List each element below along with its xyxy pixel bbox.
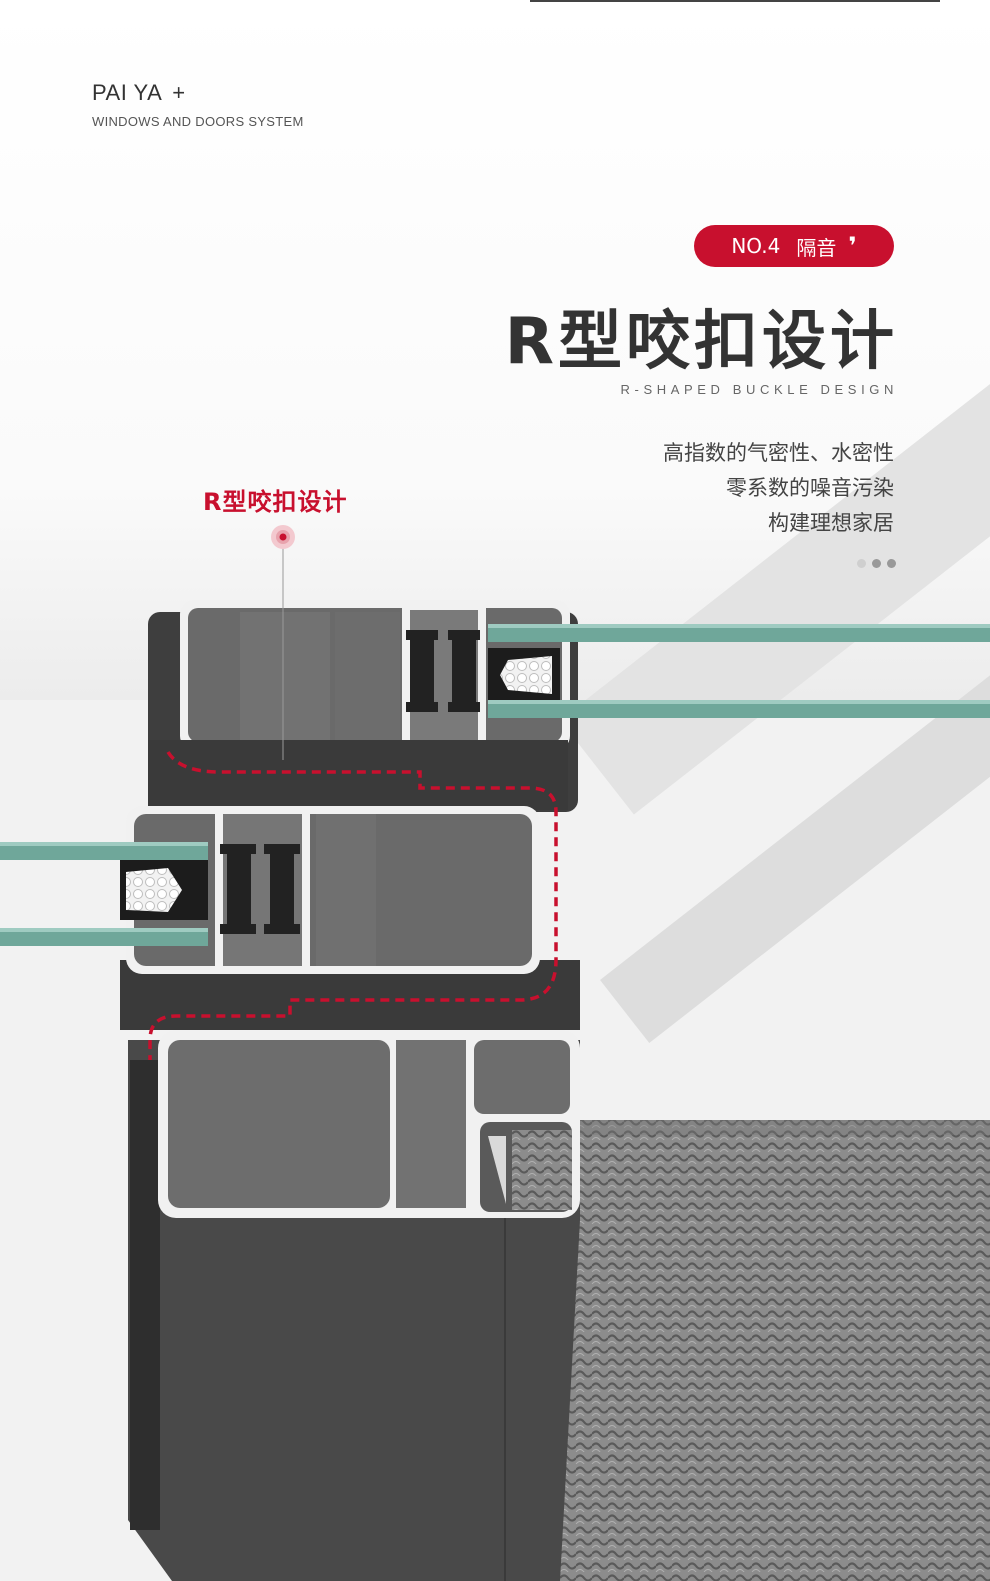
page-title: R型咬扣设计 [504, 305, 898, 379]
badge-label: 隔音 [796, 235, 837, 260]
upper-glass-panes [488, 624, 990, 718]
plus-icon: + [172, 80, 186, 105]
brand-name: PAI YA [92, 80, 163, 105]
callout-label: R型咬扣设计 [203, 488, 348, 516]
callout-pointer [271, 525, 295, 760]
pagination-dots [857, 559, 896, 568]
brand-tagline: WINDOWS AND DOORS SYSTEM [92, 114, 304, 129]
badge-number: NO.4 [731, 234, 781, 258]
r-buckle-seal-path [148, 751, 558, 1060]
lower-frame-profile [158, 1030, 580, 1218]
pagination-dot [887, 559, 896, 568]
page-subtitle: R-SHAPED BUCKLE DESIGN [620, 382, 898, 397]
description-line: 零系数的噪音污染 [726, 476, 894, 500]
middle-glass-panes [0, 842, 208, 946]
brand-logo: PAI YA + [92, 80, 186, 106]
pagination-dot [857, 559, 866, 568]
upper-sash-profile [148, 600, 570, 810]
middle-sash-profile [120, 806, 540, 974]
description-line: 构建理想家居 [768, 511, 894, 535]
feature-description: 高指数的气密性、水密性 零系数的噪音污染 构建理想家居 [663, 436, 894, 541]
insect-screen-mesh [548, 1120, 990, 1581]
top-divider [530, 0, 940, 2]
description-line: 高指数的气密性、水密性 [663, 441, 894, 465]
section-badge: NO.4 隔音 ❜ [694, 225, 894, 267]
quote-mark-icon: ❜ [848, 232, 857, 260]
pagination-dot [872, 559, 881, 568]
